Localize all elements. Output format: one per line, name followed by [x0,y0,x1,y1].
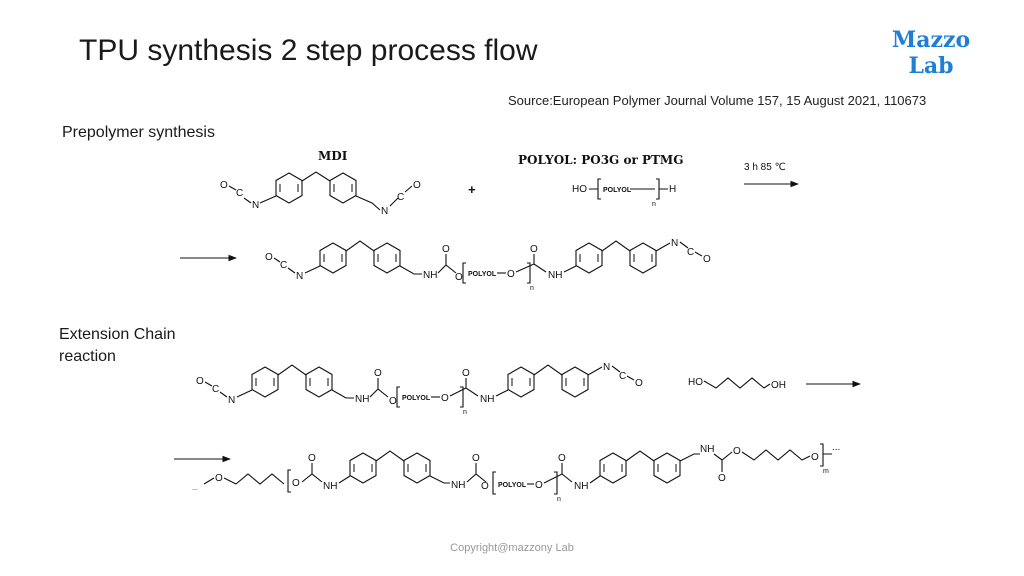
polyol-header: POLYOL: PO3G or PTMG [518,153,683,167]
slide-title: TPU synthesis 2 step process flow [79,34,538,67]
section-extension-line-2: reaction [59,348,116,365]
atom-label: NH [323,481,337,492]
atom-label: O [535,480,543,491]
atom-label: O [530,244,538,255]
atom-label: O [220,180,228,191]
reaction-condition: 3 h 85 ℃ [744,162,786,173]
section-extension-line-1: Extension Chain [59,326,176,343]
atom-label: O [441,393,449,404]
repeat-n: n [463,409,467,416]
atom-label: O [507,269,515,280]
atom-label: C [397,192,404,203]
atom-label: OH [771,380,786,391]
atom-label: O [442,244,450,255]
atom-label: N [228,395,235,406]
atom-label: N [671,238,678,249]
atom-label: O [292,478,300,489]
polyol-segment: POLYOL [402,395,431,402]
atom-label: O [635,378,643,389]
prepolymer-molecule: O C N NH O O POLYOL O n O NH N C O [265,238,711,292]
polyol-molecule: HO POLYOL n H [572,178,676,208]
atom-label: O [413,180,421,191]
copyright-footer: Copyright@mazzony Lab [450,542,574,554]
polyol-segment: POLYOL [468,271,497,278]
atom-label: C [687,247,694,258]
atom-label: O [703,254,711,265]
chain-ellipsis: ... [192,485,198,492]
polyol-segment: POLYOL [603,187,632,194]
atom-label: O [472,453,480,464]
atom-label: O [558,453,566,464]
atom-label: HO [688,377,703,388]
section-prepolymer: Prepolymer synthesis [62,124,215,141]
atom-label: O [215,473,223,484]
atom-label: C [212,384,219,395]
atom-label: O [462,368,470,379]
mdi-label: MDI [318,149,348,163]
atom-label: C [619,371,626,382]
butanediol-molecule: HO OH [688,377,786,391]
atom-label: O [265,252,273,263]
atom-label: NH [548,270,562,281]
logo-line-1: Mazzo [891,27,971,53]
atom-label: NH [423,270,437,281]
source-citation: Source:European Polymer Journal Volume 1… [508,93,927,108]
polyol-segment: POLYOL [498,482,527,489]
atom-label: O [308,453,316,464]
atom-label: NH [355,394,369,405]
repeat-m: m [823,468,829,475]
atom-label: NH [480,394,494,405]
atom-label: C [236,188,243,199]
plus-sign: + [468,182,476,197]
atom-label: O [718,473,726,484]
logo-line-2: Lab [908,53,954,79]
atom-label: O [196,376,204,387]
atom-label: O [389,396,397,407]
atom-label: N [603,362,610,373]
atom-label: O [455,272,463,283]
mdi-molecule: O C N N C O [220,171,421,217]
atom-label: N [252,200,259,211]
atom-label: N [296,271,303,282]
atom-label: O [374,368,382,379]
repeat-n: n [652,201,656,208]
atom-label: NH [451,480,465,491]
atom-label: NH [700,444,714,455]
tpu-polymer: ... O O O NH NH O O POLYOL O n O NH NH O [192,442,840,503]
atom-label: O [481,481,489,492]
atom-label: NH [574,481,588,492]
atom-label: H [669,184,676,195]
mazzo-lab-logo: Mazzo Lab [886,27,976,79]
prepolymer-reactant: O C N NH O O POLYOL O n O NH N C O [196,362,643,416]
repeat-n: n [530,285,534,292]
section-extension: Extension Chain reaction [59,324,209,368]
repeat-n: n [557,496,561,503]
atom-label: O [811,452,819,463]
atom-label: N [381,206,388,217]
atom-label: O [733,446,741,457]
atom-label: HO [572,184,587,195]
atom-label: C [280,260,287,271]
chain-ellipsis: ... [832,442,840,453]
